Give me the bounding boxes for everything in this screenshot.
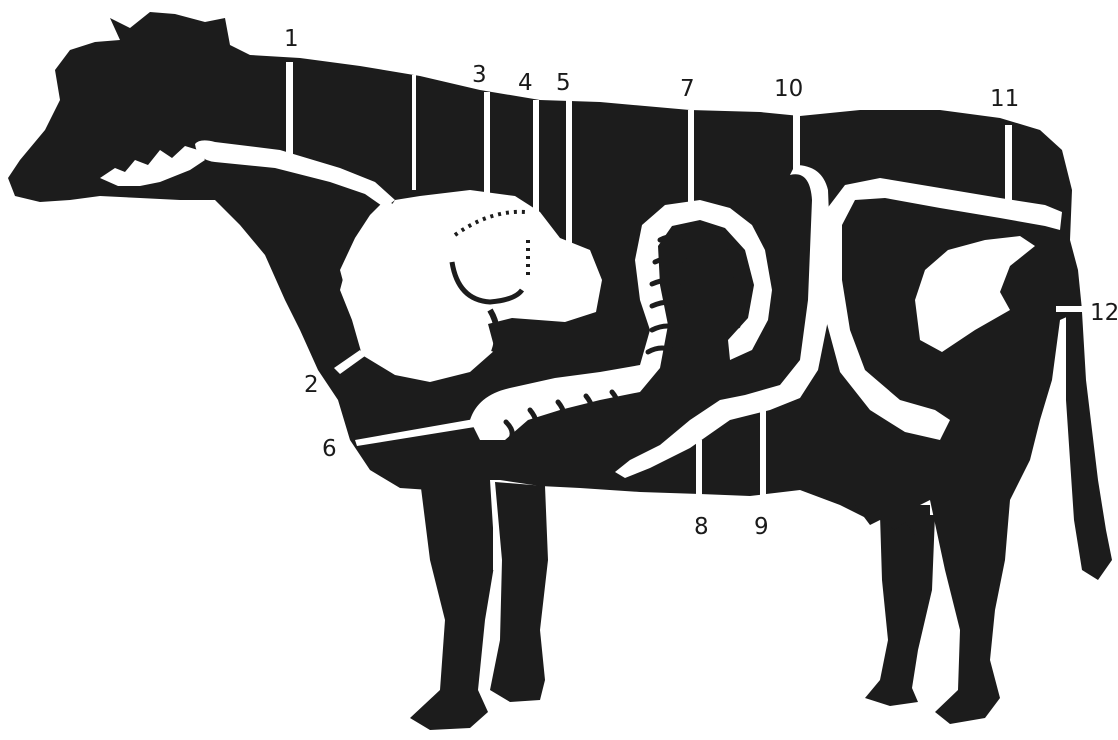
division-line-1b	[412, 75, 416, 190]
hind-near-leg	[930, 500, 1010, 724]
division-line-7	[688, 110, 694, 205]
division-line-8	[696, 440, 702, 496]
label-7: 7	[680, 76, 695, 102]
division-line-4	[533, 100, 539, 230]
tail	[1066, 312, 1112, 580]
front-left-leg	[410, 480, 495, 730]
label-9: 9	[754, 514, 769, 540]
label-2: 2	[304, 372, 319, 398]
front-right-leg	[490, 482, 548, 702]
label-4: 4	[518, 70, 533, 96]
label-6: 6	[322, 436, 337, 462]
label-8: 8	[694, 514, 709, 540]
division-line-1	[286, 62, 293, 158]
label-12: 12	[1090, 300, 1118, 326]
front-leg-gap	[493, 520, 497, 570]
cow-silhouette	[8, 12, 1112, 730]
label-10: 10	[774, 76, 803, 102]
division-line-3	[484, 92, 490, 202]
label-5: 5	[556, 70, 571, 96]
division-line-11	[1005, 125, 1012, 205]
division-line-9	[760, 398, 766, 496]
label-3: 3	[472, 62, 487, 88]
division-line-12	[1056, 306, 1082, 312]
hind-far-leg	[865, 515, 935, 706]
division-line-5	[566, 100, 572, 250]
label-1: 1	[284, 26, 299, 52]
division-line-10	[793, 114, 800, 174]
label-11: 11	[990, 86, 1019, 112]
